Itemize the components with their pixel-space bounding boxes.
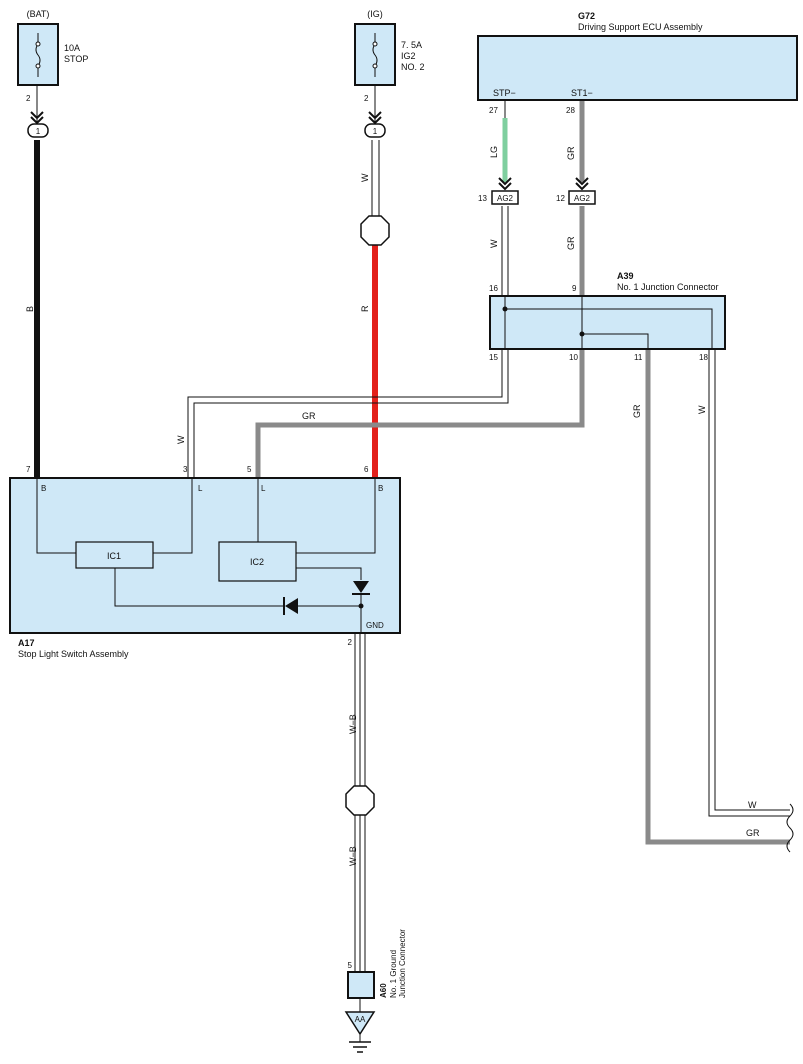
junction-pin-9: 9 — [572, 284, 577, 293]
junction-pin-16: 16 — [489, 284, 498, 293]
wire-label-r: R — [360, 305, 370, 312]
wire-label-b: B — [25, 306, 35, 312]
ecu-g72: G72 Driving Support ECU Assembly STP− ST… — [477, 11, 798, 118]
ecu-pin-stp: 27 — [489, 106, 498, 115]
wire-label-lg: LG — [489, 146, 499, 158]
diode-vertical — [353, 581, 369, 593]
connector-ag2: AG2 13 AG2 12 — [478, 177, 596, 205]
wire-label-gr-ag2: GR — [566, 236, 576, 250]
ground-pin: 5 — [348, 961, 353, 970]
wire-w-ig — [371, 140, 380, 216]
fuse-bat-connector-pin: 1 — [36, 127, 41, 136]
switch-name: Stop Light Switch Assembly — [18, 649, 129, 659]
wire-gr-out — [645, 350, 790, 845]
junction-pin-18: 18 — [699, 353, 708, 362]
ground-point: AA — [355, 1015, 366, 1024]
junction-code: A39 — [617, 271, 634, 281]
fuse-ig-rating: 7. 5A — [401, 40, 422, 50]
wire-break-marker — [786, 803, 794, 853]
junction-a39: A39 No. 1 Junction Connector 16 9 15 10 … — [489, 271, 726, 362]
ground-a60: 5 AA A60 No. 1 Ground Junction Connector — [344, 929, 407, 1053]
ground-name1: No. 1 Ground — [389, 950, 398, 998]
wire-label-w-ag2: W — [489, 239, 499, 248]
switch-pin-7: 7 — [26, 465, 31, 474]
switch-term-l-left: L — [198, 484, 203, 493]
ecu-terminal-stp: STP− — [493, 88, 516, 98]
wire-w-ag2 — [501, 206, 509, 296]
fuse-bat-pin: 2 — [26, 94, 31, 103]
junction-pin-11: 11 — [634, 353, 643, 362]
switch-pin-5: 5 — [247, 465, 252, 474]
fuse-ig-pin: 2 — [364, 94, 369, 103]
switch-gnd: GND — [366, 621, 384, 630]
ground-code: A60 — [379, 983, 388, 998]
switch-a17: 7 3 5 6 B L L B IC1 IC2 GND — [9, 465, 401, 634]
switch-ic2: IC2 — [250, 557, 264, 567]
splice-ig — [360, 215, 390, 246]
fuse-bat: (BAT) 10A STOP 2 1 — [17, 9, 88, 138]
wire-w-switch — [187, 350, 509, 478]
ecu-pin-st1: 28 — [566, 106, 575, 115]
junction-pin-10: 10 — [569, 353, 578, 362]
wire-label-wb-upper: W−B — [348, 714, 358, 734]
fuse-ig-source: (IG) — [367, 9, 383, 19]
switch-pin-6: 6 — [364, 465, 369, 474]
ag2-label-left: AG2 — [497, 194, 514, 203]
ground-name2: Junction Connector — [398, 929, 407, 998]
wire-label-w-switch: W — [176, 435, 186, 444]
ecu-code: G72 — [578, 11, 595, 21]
wire-label-gr: GR — [566, 146, 576, 160]
fuse-bat-name: STOP — [64, 54, 88, 64]
ag2-label-right: AG2 — [574, 194, 591, 203]
switch-code: A17 — [18, 638, 35, 648]
wire-label-wb-lower: W−B — [348, 846, 358, 866]
switch-term-b-right: B — [378, 484, 383, 493]
fuse-bat-source: (BAT) — [27, 9, 50, 19]
fuse-bat-rating: 10A — [64, 43, 80, 53]
switch-pin-3: 3 — [183, 465, 188, 474]
wire-label-gr-right: GR — [746, 828, 760, 838]
wire-label-w-right: W — [748, 800, 757, 810]
ecu-name: Driving Support ECU Assembly — [578, 22, 703, 32]
fuse-ig: (IG) 7. 5A IG2 NO. 2 2 1 — [354, 9, 425, 138]
switch-ic1: IC1 — [107, 551, 121, 561]
wire-w-out — [708, 350, 790, 817]
junction-name: No. 1 Junction Connector — [617, 282, 719, 292]
diode-horizontal — [285, 598, 298, 614]
fuse-ig-name1: IG2 — [401, 51, 416, 61]
wire-label-w-out: W — [697, 405, 707, 414]
ag2-pin-right: 12 — [556, 194, 565, 203]
wire-label-gr-out: GR — [632, 404, 642, 418]
switch-term-b-left: B — [41, 484, 46, 493]
wire-gr-switch — [255, 350, 585, 478]
fuse-ig-connector-pin: 1 — [373, 127, 378, 136]
switch-pin-2: 2 — [348, 638, 353, 647]
fuse-ig-name2: NO. 2 — [401, 62, 425, 72]
junction-pin-15: 15 — [489, 353, 498, 362]
ag2-pin-left: 13 — [478, 194, 487, 203]
ecu-terminal-st1: ST1− — [571, 88, 593, 98]
switch-term-l-right: L — [261, 484, 266, 493]
splice-ground — [345, 785, 375, 816]
wire-label-w: W — [360, 173, 370, 182]
wire-label-gr-switch: GR — [302, 411, 316, 421]
